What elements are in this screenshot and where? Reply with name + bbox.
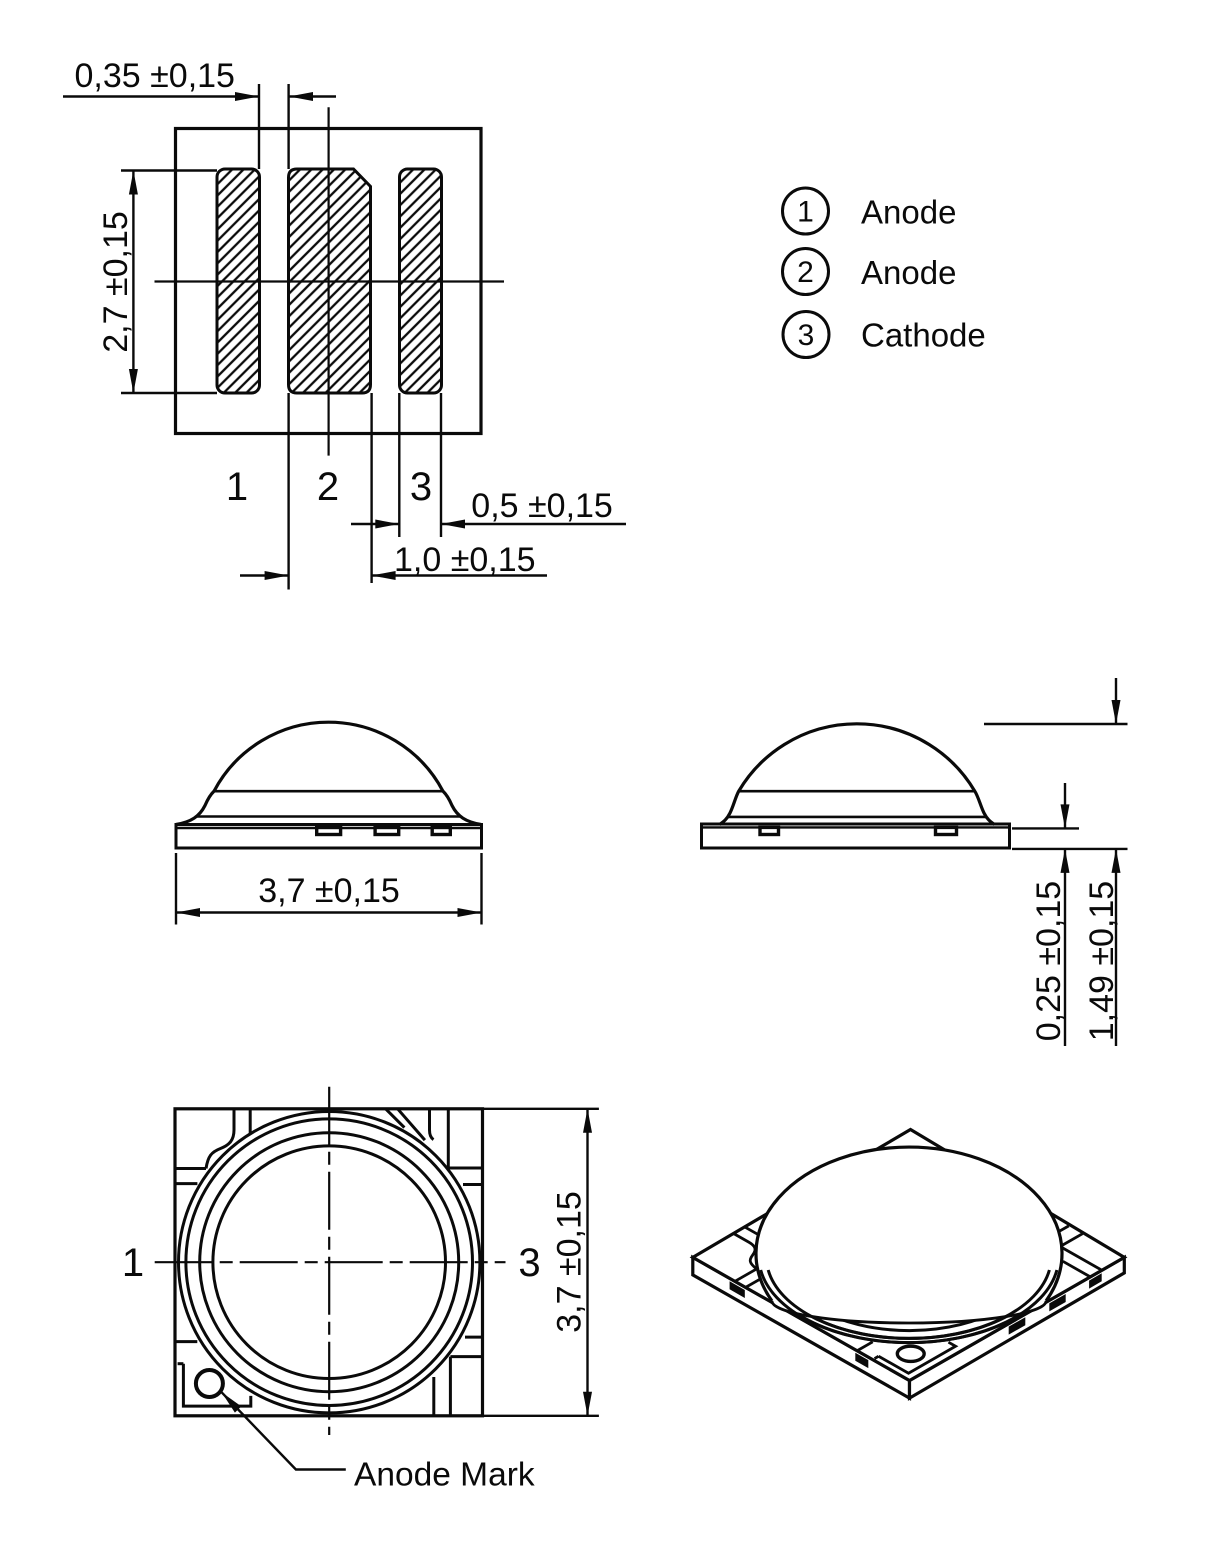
- svg-text:3: 3: [410, 465, 432, 509]
- svg-text:1: 1: [122, 1241, 144, 1285]
- svg-text:3,7 ±0,15: 3,7 ±0,15: [258, 872, 400, 910]
- svg-text:Cathode: Cathode: [861, 317, 986, 354]
- svg-text:3: 3: [518, 1241, 540, 1285]
- svg-text:2: 2: [317, 465, 339, 509]
- svg-text:1,49 ±0,15: 1,49 ±0,15: [1083, 881, 1121, 1041]
- svg-text:Anode: Anode: [861, 194, 956, 231]
- svg-text:3: 3: [798, 319, 815, 352]
- svg-text:2,7 ±0,15: 2,7 ±0,15: [97, 211, 135, 353]
- svg-text:2: 2: [797, 256, 814, 289]
- svg-text:0,5 ±0,15: 0,5 ±0,15: [471, 487, 613, 525]
- svg-text:0,35 ±0,15: 0,35 ±0,15: [75, 57, 235, 95]
- svg-text:3,7 ±0,15: 3,7 ±0,15: [551, 1191, 589, 1333]
- svg-text:1: 1: [797, 196, 814, 229]
- svg-text:Anode Mark: Anode Mark: [354, 1457, 535, 1494]
- svg-text:Anode: Anode: [861, 254, 956, 291]
- svg-text:1,0 ±0,15: 1,0 ±0,15: [394, 541, 536, 579]
- svg-text:0,25 ±0,15: 0,25 ±0,15: [1030, 881, 1068, 1041]
- svg-text:1: 1: [226, 465, 248, 509]
